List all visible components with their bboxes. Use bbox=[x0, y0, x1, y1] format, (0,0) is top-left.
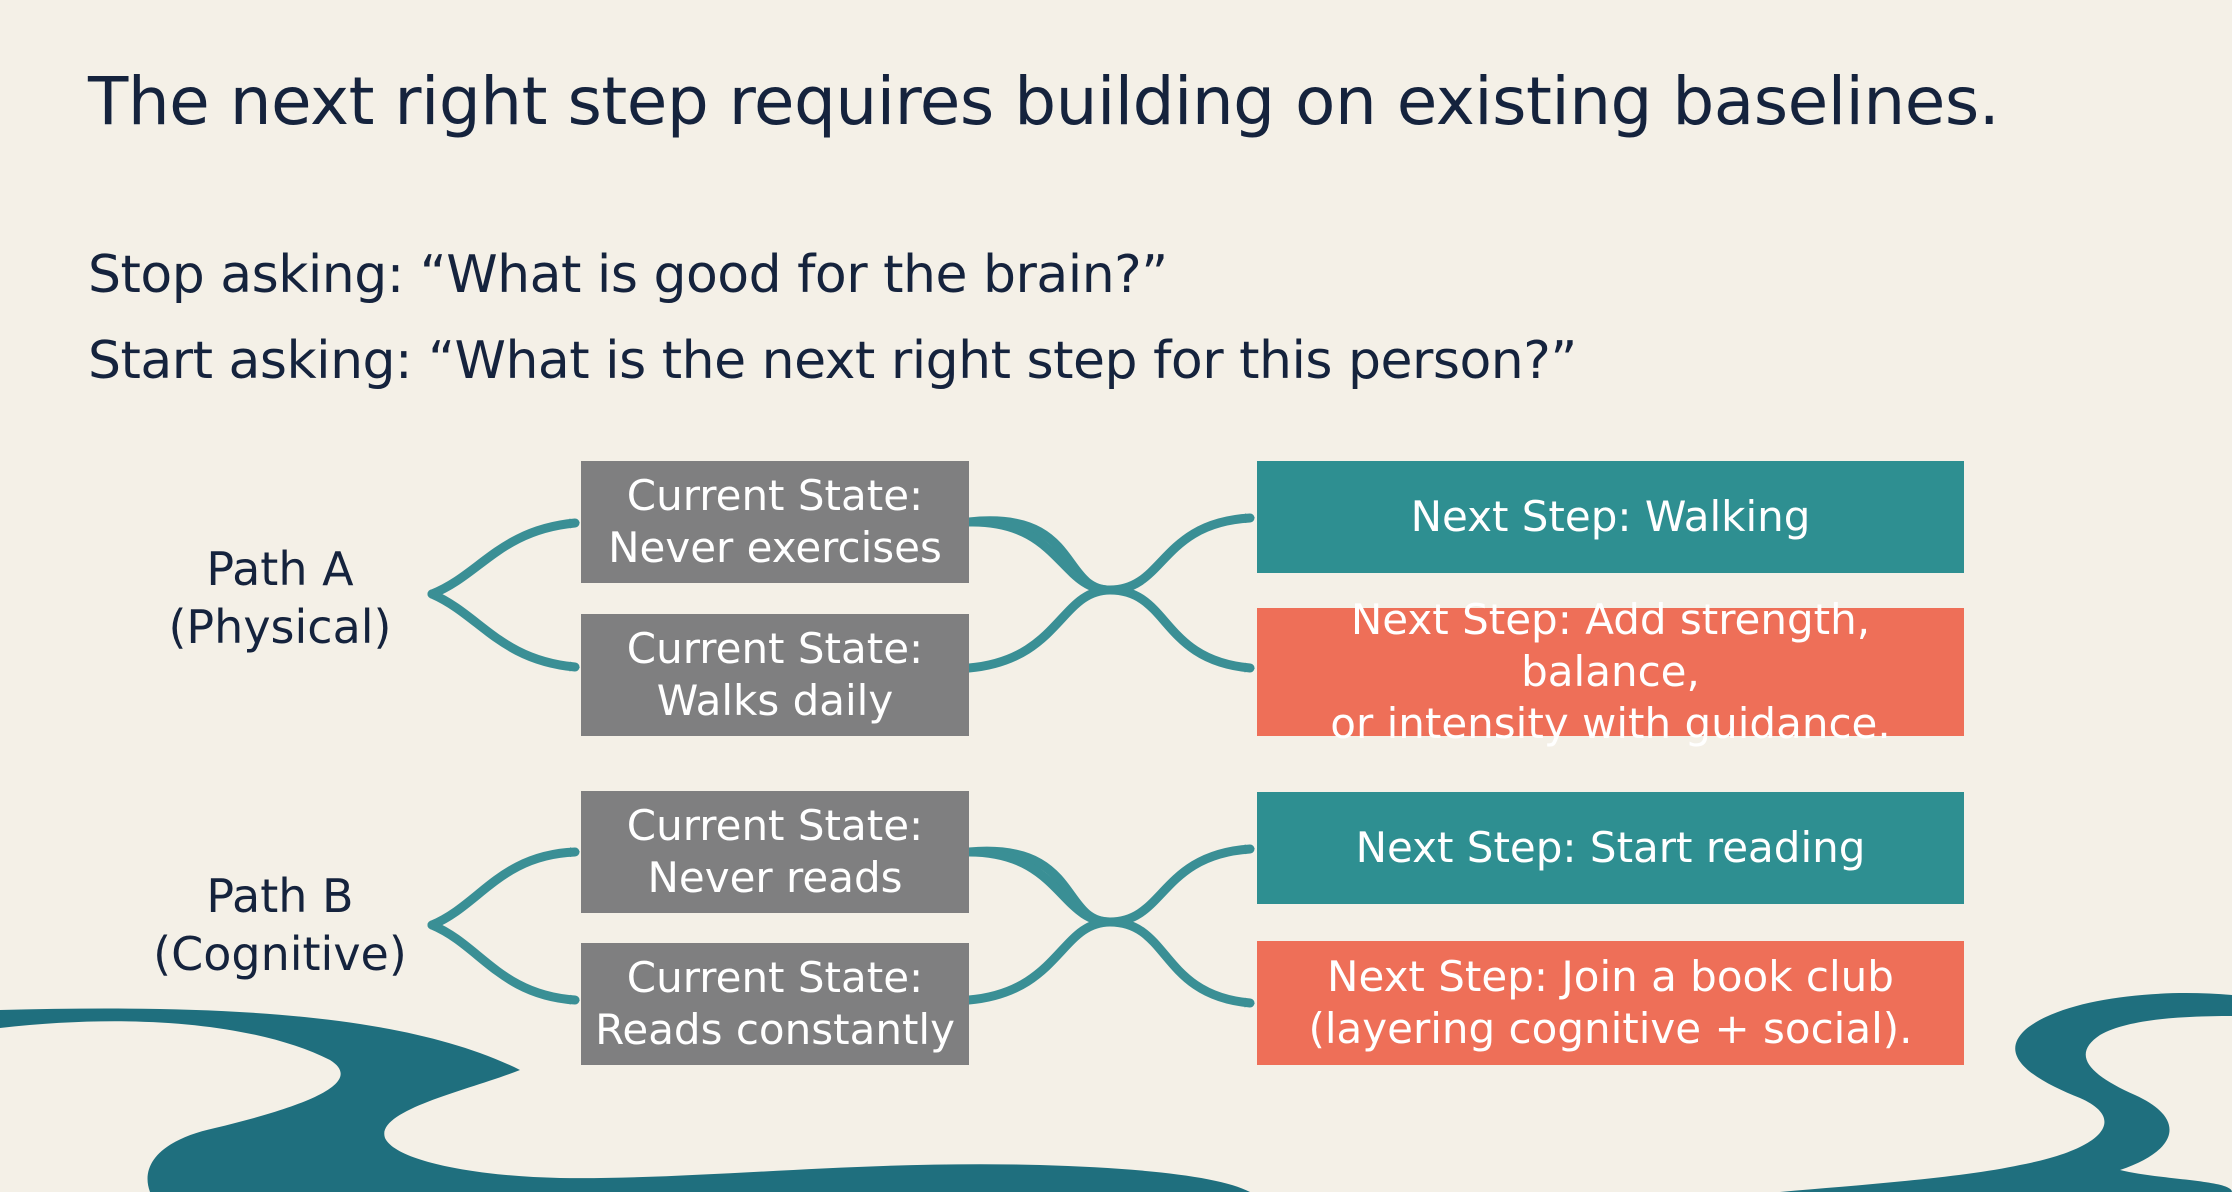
path-b-label: Path B (Cognitive) bbox=[153, 869, 407, 981]
arrow-a-cross-2 bbox=[964, 517, 1255, 673]
arrow-b-cross-2 bbox=[964, 847, 1255, 1008]
state-box-walks-daily: Current State: Walks daily bbox=[581, 614, 969, 736]
state-box-never-exercises: Current State: Never exercises bbox=[581, 461, 969, 583]
river-shape bbox=[0, 1008, 1250, 1192]
state-box-never-reads: Current State: Never reads bbox=[581, 791, 969, 913]
next-step-book-club: Next Step: Join a book club (layering co… bbox=[1257, 941, 1964, 1065]
start-asking-question: Start asking: “What is the next right st… bbox=[88, 331, 1577, 391]
arrow-a-cross-3 bbox=[964, 585, 1115, 673]
path-a-label: Path A (Physical) bbox=[168, 542, 392, 654]
stop-asking-question: Stop asking: “What is good for the brain… bbox=[88, 245, 1168, 305]
river-shape-right bbox=[1780, 993, 2232, 1192]
arrow-a-to-state-1 bbox=[427, 518, 580, 599]
arrow-b-to-state-1 bbox=[427, 847, 580, 930]
page-title: The next right step requires building on… bbox=[88, 63, 2000, 140]
arrow-a-to-state-2 bbox=[427, 589, 580, 672]
state-box-reads-constantly: Current State: Reads constantly bbox=[581, 943, 969, 1065]
next-step-strength-balance: Next Step: Add strength, balance, or int… bbox=[1257, 595, 1964, 748]
next-step-start-reading: Next Step: Start reading bbox=[1257, 792, 1964, 904]
next-step-walking: Next Step: Walking bbox=[1257, 461, 1964, 573]
arrow-b-to-state-2 bbox=[427, 920, 580, 1005]
arrow-b-cross-3 bbox=[964, 917, 1115, 1005]
